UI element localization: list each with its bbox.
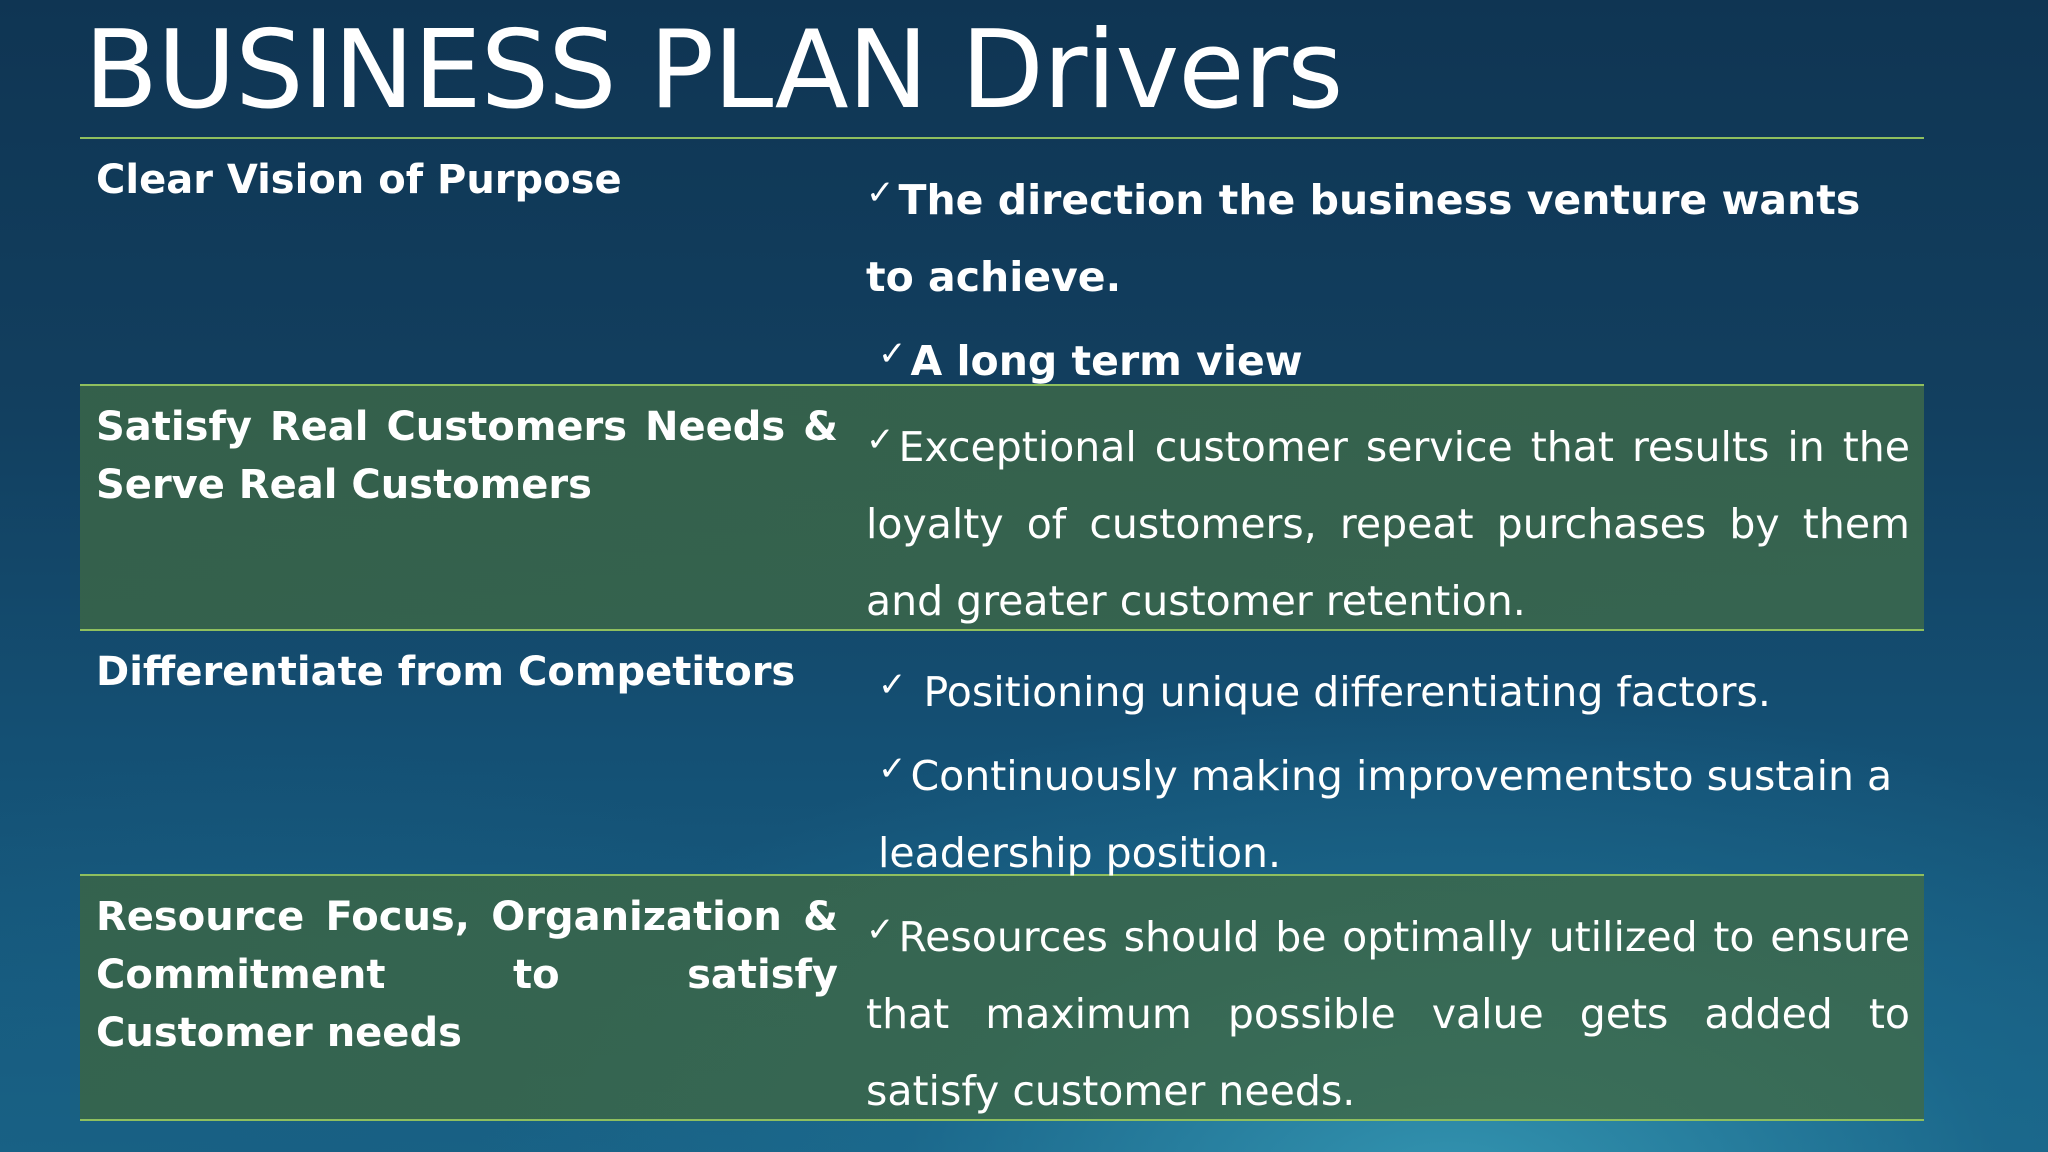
slide-title: BUSINESS PLAN Drivers — [84, 8, 1343, 133]
table-row: Clear Vision of Purpose ✓The direction t… — [80, 139, 1924, 386]
driver-label: Differentiate from Competitors — [96, 649, 796, 695]
bullet-point: ✓Resources should be optimally utilized … — [866, 892, 1910, 1130]
bullet-point: ✓Exceptional customer service that resul… — [866, 402, 1910, 640]
check-icon: ✓ — [866, 173, 895, 213]
check-icon: ✓ — [866, 420, 895, 460]
drivers-table: Clear Vision of Purpose ✓The direction t… — [80, 137, 1924, 1121]
driver-description: ✓Exceptional customer service that resul… — [866, 402, 1910, 640]
bullet-point: ✓Continuously making improvementsto sust… — [866, 731, 1910, 892]
check-icon: ✓ — [878, 749, 907, 789]
check-icon: ✓ — [866, 910, 895, 950]
driver-description: ✓Resources should be optimally utilized … — [866, 892, 1910, 1130]
table-row: Differentiate from Competitors ✓ Positio… — [80, 631, 1924, 877]
check-icon: ✓ — [878, 665, 907, 705]
check-icon: ✓ — [878, 334, 907, 374]
bullet-point: ✓The direction the business venture want… — [866, 155, 1910, 316]
driver-description: ✓The direction the business venture want… — [866, 155, 1910, 400]
bullet-point: ✓ Positioning unique differentiating fac… — [866, 647, 1910, 731]
driver-label: Satisfy Real Customers Needs & Serve Rea… — [96, 404, 838, 508]
driver-label: Clear Vision of Purpose — [96, 157, 622, 203]
driver-description: ✓ Positioning unique differentiating fac… — [866, 647, 1910, 892]
table-row: Satisfy Real Customers Needs & Serve Rea… — [80, 386, 1924, 631]
driver-label: Resource Focus, Organization & Commitmen… — [96, 894, 838, 1056]
table-row: Resource Focus, Organization & Commitmen… — [80, 876, 1924, 1121]
bullet-point: ✓A long term view — [866, 316, 1910, 400]
